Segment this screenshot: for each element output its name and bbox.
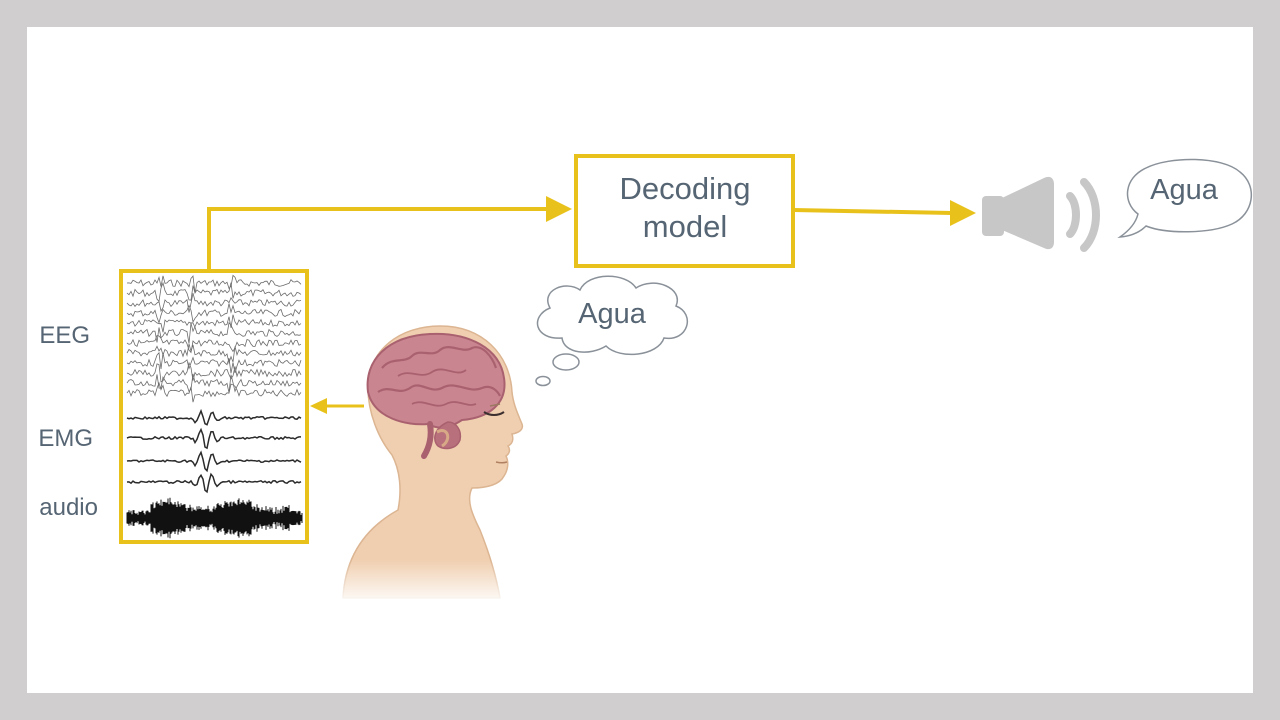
- audio-waveform: [126, 497, 303, 539]
- decoding-model-label: Decoding model: [578, 170, 792, 246]
- speech-bubble: [1117, 158, 1253, 238]
- eeg-traces: [126, 274, 302, 403]
- signals-panel: [119, 269, 309, 544]
- speaker-icon: [982, 176, 1100, 252]
- eeg-label: EEG: [39, 322, 90, 349]
- brain-icon: [366, 332, 506, 459]
- decoding-model-box: [574, 154, 795, 268]
- head-illustration: [330, 325, 524, 605]
- thought-bubble: [535, 275, 688, 387]
- arrow-signals-to-decoder: [207, 196, 572, 272]
- arrow-decoder-to-speaker: [792, 200, 976, 226]
- arrow-head-to-signals: [310, 398, 364, 414]
- eyebrow: [489, 403, 501, 407]
- mouth: [495, 461, 508, 464]
- closed-eye: [483, 411, 505, 416]
- audio-label: audio: [39, 494, 98, 521]
- speech-bubble-text: Agua: [1150, 174, 1218, 206]
- decoding-model-label-line2: model: [642, 209, 728, 244]
- emg-label: EMG: [38, 425, 93, 452]
- decoding-model-label-line1: Decoding: [619, 171, 751, 206]
- ear: [436, 429, 450, 448]
- thought-bubble-text: Agua: [578, 298, 646, 330]
- emg-traces: [126, 408, 302, 494]
